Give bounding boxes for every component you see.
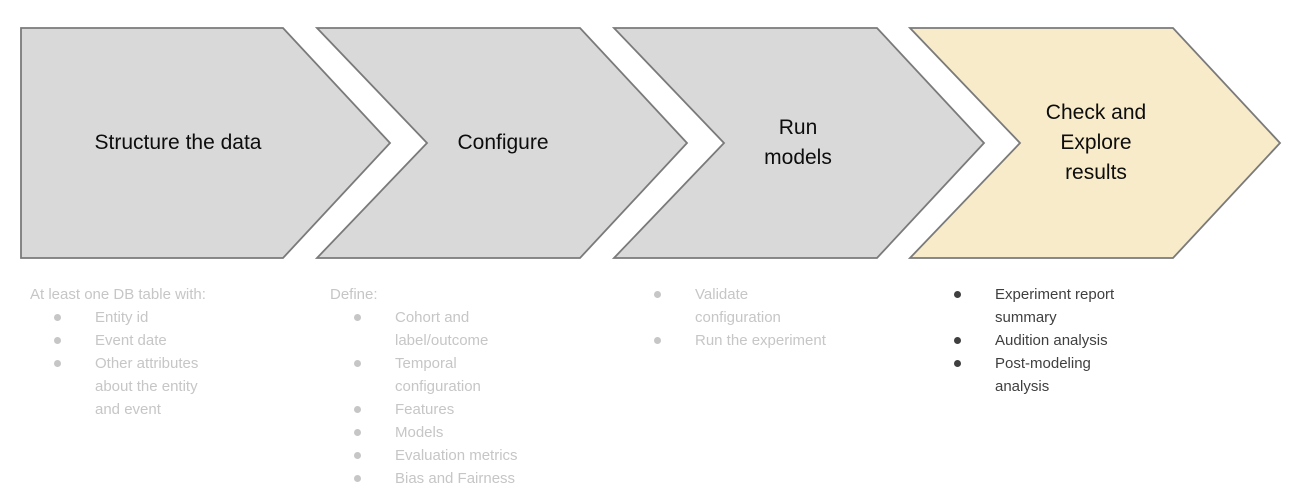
list-item-text: Features [395, 401, 455, 418]
list-item: Run the experiment [630, 329, 880, 352]
step-3-label: Run models [764, 116, 832, 169]
list-item: Features [330, 398, 580, 421]
list-item-text: Experiment report summary [995, 286, 1115, 326]
bullet-icon [654, 337, 661, 344]
list-item: Temporal configuration [330, 352, 580, 398]
list-item-text: Event date [95, 332, 167, 349]
list-item: Validate configuration [630, 283, 880, 329]
list-item: Entity id [30, 306, 280, 329]
step-2-label: Configure [457, 131, 549, 154]
list-item: Event date [30, 329, 280, 352]
bullet-icon [954, 360, 961, 367]
bullet-icon [354, 452, 361, 459]
list-item-text: Run the experiment [695, 332, 826, 349]
chevron-step-3-run-models [611, 27, 986, 259]
bullet-icon [354, 429, 361, 436]
bullet-icon [54, 337, 61, 344]
bullet-icon [354, 475, 361, 482]
step-1-label: Structure the data [94, 131, 262, 154]
chevron-step-4-check-and-explore-results [907, 27, 1282, 259]
list-item-text: Audition analysis [995, 332, 1108, 349]
bullet-icon [54, 360, 61, 367]
bullet-icon [354, 406, 361, 413]
bullet-icon [954, 337, 961, 344]
list-item-text: Temporal configuration [395, 355, 481, 395]
list-item-text: Bias and Fairness [395, 470, 516, 487]
chevron-step-1-structure-the-data [20, 27, 392, 259]
step-4-label: Check and Explore results [1045, 101, 1147, 184]
list-item: Audition analysis [930, 329, 1180, 352]
list-item: Models [330, 421, 580, 444]
list-item-text: Cohort and label/outcome [395, 309, 489, 349]
step-1-details: At least one DB table with: Entity id Ev… [30, 283, 280, 421]
step-3-details: Validate configuration Run the experimen… [630, 283, 880, 352]
list-item: Bias and Fairness [330, 467, 580, 490]
list-item-text: Evaluation metrics [395, 447, 518, 464]
chevron-shapes [20, 27, 1282, 259]
step-2-details-header: Define: [330, 286, 378, 303]
step-2-details: Define: Cohort and label/outcome Tempora… [330, 283, 580, 490]
list-item-text: Entity id [95, 309, 149, 326]
bullet-icon [54, 314, 61, 321]
list-item-text: Validate configuration [695, 286, 781, 326]
bullet-icon [654, 291, 661, 298]
bullet-icon [354, 314, 361, 321]
step-4-details: Experiment report summary Audition analy… [930, 283, 1180, 398]
chevron-step-2-configure [314, 27, 689, 259]
list-item-text: Post-modeling analysis [995, 355, 1091, 395]
bullet-icon [354, 360, 361, 367]
list-item: Post-modeling analysis [930, 352, 1180, 398]
list-item-text: Other attributes about the entity and ev… [95, 355, 199, 418]
list-item: Cohort and label/outcome [330, 306, 580, 352]
bullet-icon [954, 291, 961, 298]
list-item: Evaluation metrics [330, 444, 580, 467]
list-item: Experiment report summary [930, 283, 1180, 329]
list-item: Other attributes about the entity and ev… [30, 352, 280, 421]
step-1-details-header: At least one DB table with: [30, 286, 206, 303]
list-item-text: Models [395, 424, 444, 441]
